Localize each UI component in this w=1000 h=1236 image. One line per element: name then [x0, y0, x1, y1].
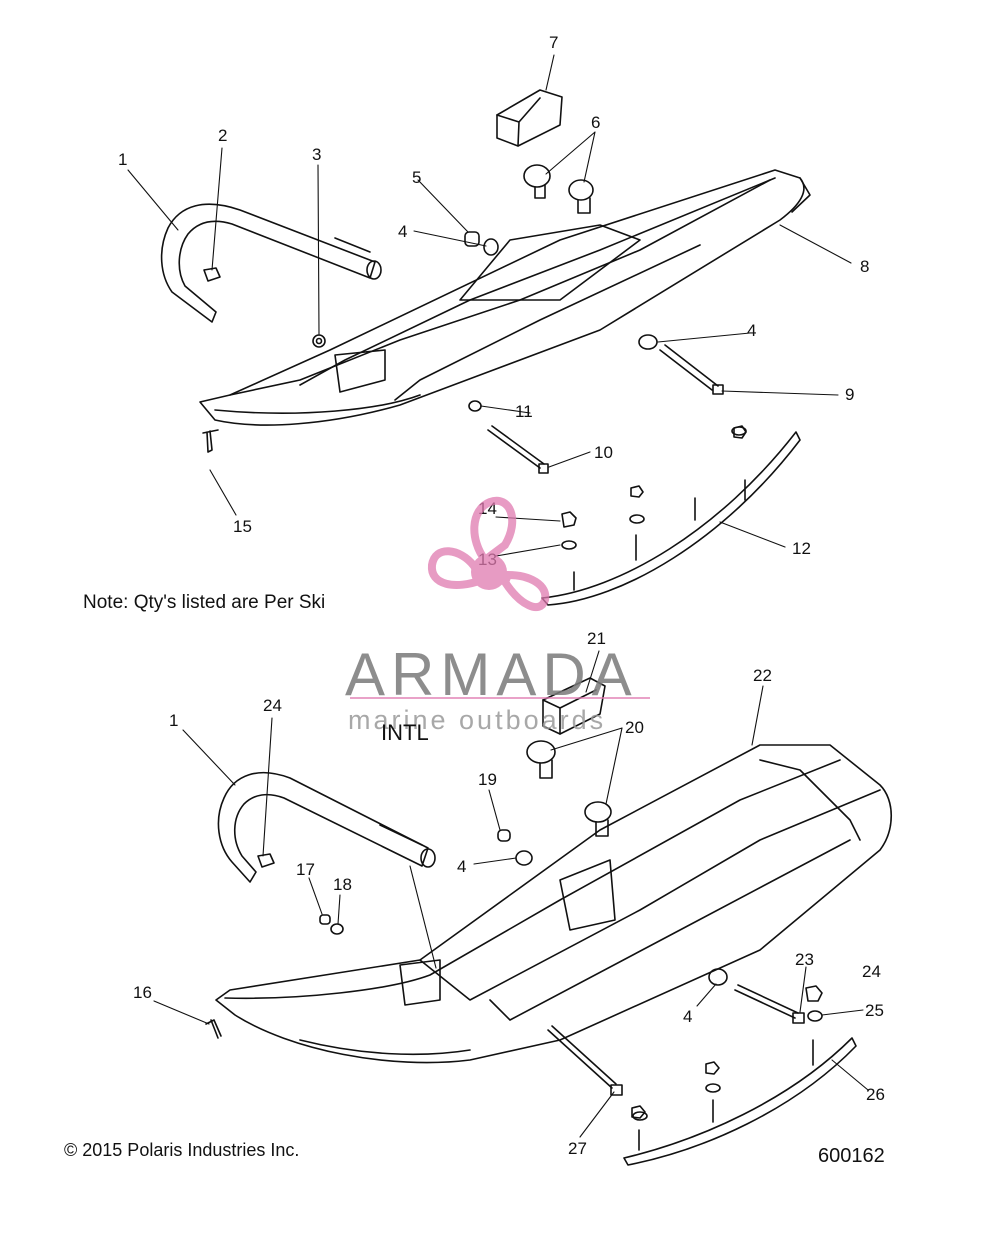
quantity-note: Note: Qty's listed are Per Ski [83, 592, 326, 613]
callout: 20 [625, 718, 644, 737]
callout: 7 [549, 33, 558, 52]
callout: 27 [568, 1139, 587, 1158]
callout: 9 [845, 385, 854, 404]
callout: 4 [398, 222, 407, 241]
callout: 26 [866, 1085, 885, 1104]
part-5-nut [464, 231, 480, 247]
callout-group-bottom: 1 24 17 18 16 19 4 20 21 22 4 23 24 25 2… [133, 629, 885, 1158]
part-16-screw [205, 1019, 222, 1039]
callout: 6 [591, 113, 600, 132]
part-19-nut [497, 829, 511, 842]
part-10-bolt [487, 425, 549, 474]
callout: 24 [263, 696, 282, 715]
callout: 16 [133, 983, 152, 1002]
callout: 10 [594, 443, 613, 462]
part-1-handle-top [160, 203, 382, 323]
callout: 1 [118, 150, 127, 169]
callout: 2 [218, 126, 227, 145]
callout: 3 [312, 145, 321, 164]
copyright-notice: © 2015 Polaris Industries Inc. [64, 1140, 300, 1160]
part-12-carbide-runner [541, 431, 801, 606]
part-24-nut [805, 985, 823, 1002]
drawing-number: 600162 [818, 1145, 885, 1167]
part-9-axle-bolt [659, 344, 724, 395]
callout: 17 [296, 860, 315, 879]
watermark-propeller-logo [427, 496, 550, 612]
part-15-screw [202, 429, 219, 453]
part-7-wear-pad [496, 89, 563, 147]
callout: 15 [233, 517, 252, 536]
part-24-nut [257, 853, 275, 868]
part-14-nut [561, 425, 747, 528]
part-22-ski-bottom [215, 744, 892, 1064]
part-26-carbide-runner [623, 1037, 857, 1166]
watermark-rule [350, 697, 650, 699]
callout: 12 [792, 539, 811, 558]
watermark-brand-name: ARMADA [345, 641, 638, 708]
part-8-ski-top [199, 169, 811, 426]
part-20-bolt [526, 740, 612, 837]
callout: 25 [865, 1001, 884, 1020]
watermark-tagline: marine outboards [348, 705, 607, 735]
callout: 18 [333, 875, 352, 894]
part-4-washer [638, 334, 658, 350]
part-25-washer [807, 1010, 823, 1022]
part-6-bolt [523, 164, 594, 214]
part-18-washer [330, 923, 344, 935]
part-4-washer [483, 238, 499, 256]
part-23-axle-bolt [734, 984, 805, 1024]
part-4-washer [515, 850, 533, 866]
part-13-washer [561, 426, 747, 550]
callout: 21 [587, 629, 606, 648]
part-1-handle-bottom [217, 771, 436, 883]
callout: 4 [683, 1007, 692, 1026]
callout: 23 [795, 950, 814, 969]
callout: 11 [515, 402, 533, 421]
part-17-nut [319, 914, 331, 925]
callout-group-top: 1 2 3 4 5 4 6 7 8 9 10 11 12 13 14 15 [118, 33, 869, 569]
part-3-nut [312, 334, 326, 348]
part-11-washer [468, 400, 482, 412]
callout: 5 [412, 168, 421, 187]
callout: 1 [169, 711, 178, 730]
callout: 24 [862, 962, 881, 981]
callout: 8 [860, 257, 869, 276]
intl-label: INTL [381, 720, 429, 745]
callout: 22 [753, 666, 772, 685]
callout: 4 [747, 321, 756, 340]
callout: 4 [457, 857, 466, 876]
part-27-bolt [547, 1025, 623, 1096]
callout: 19 [478, 770, 497, 789]
